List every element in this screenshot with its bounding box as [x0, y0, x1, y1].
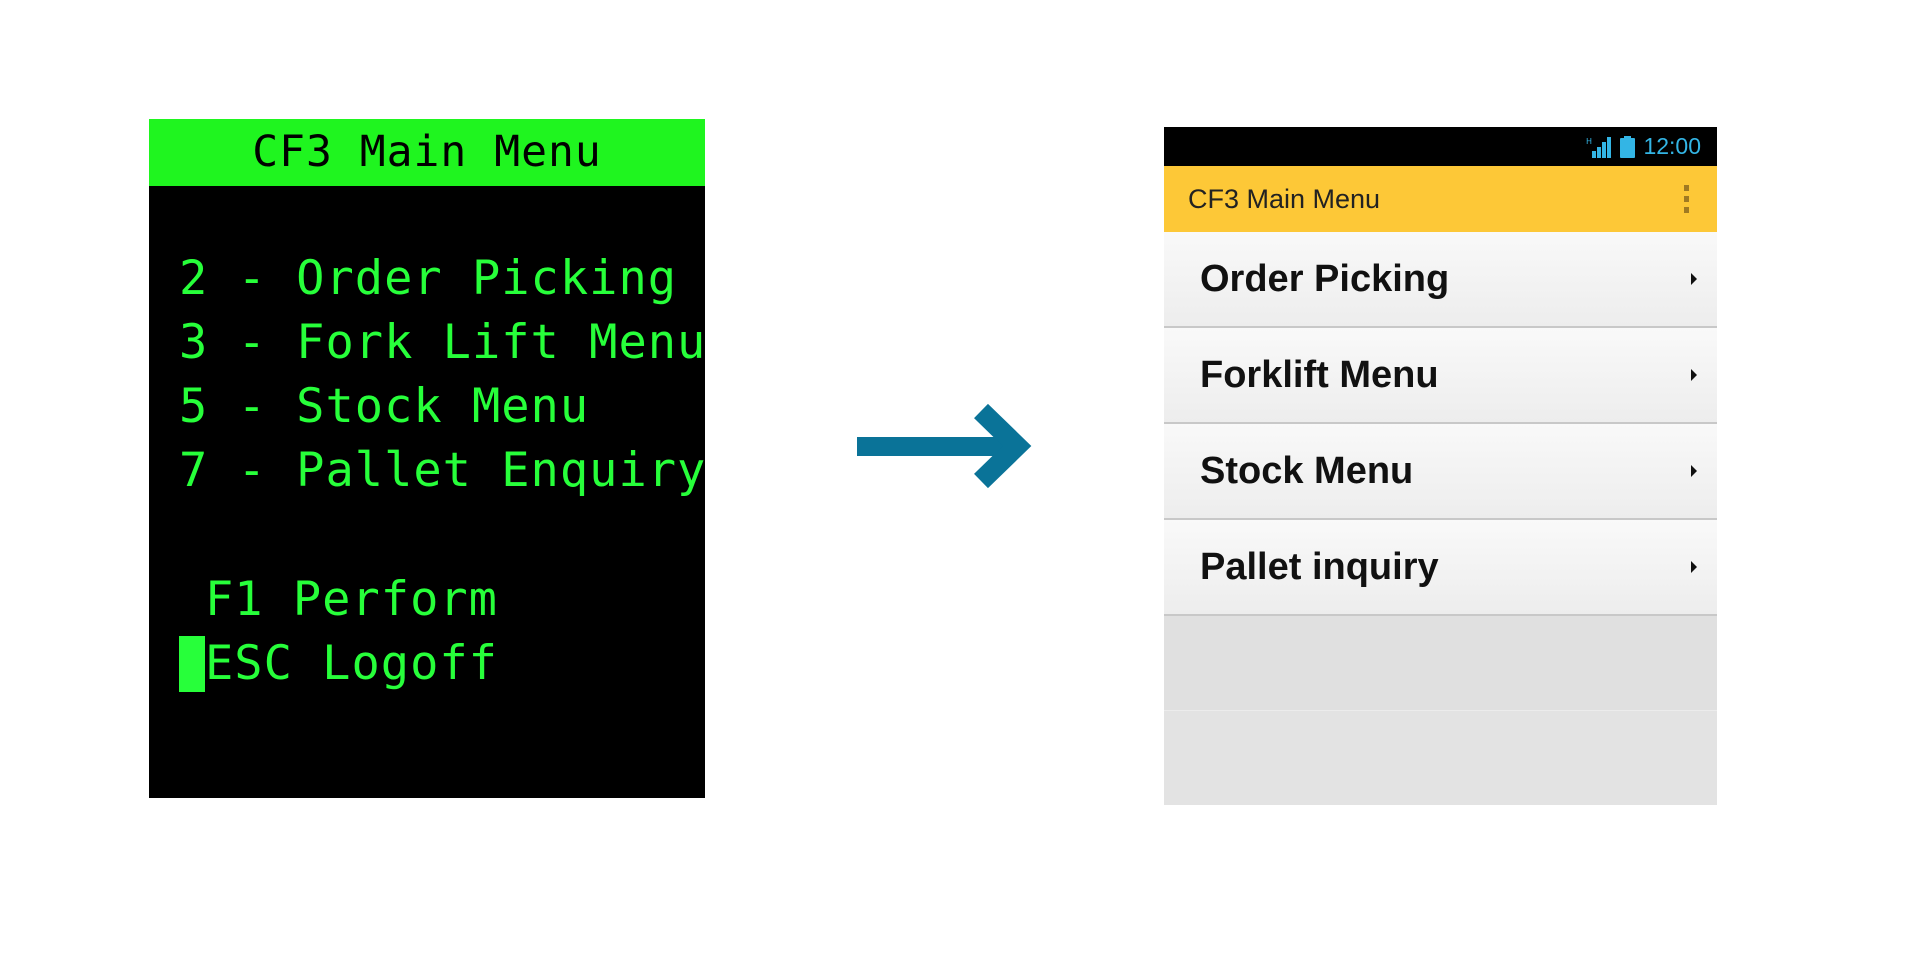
- mobile-app-screen: H 12:00 CF3 Main Menu Order Picking: [1164, 127, 1717, 805]
- right-arrow-icon: [857, 403, 1032, 489]
- signal-icon: H: [1586, 136, 1612, 158]
- terminal-menu: 2 - Order Picking 3 - Fork Lift Menu 5 -…: [179, 247, 705, 798]
- terminal-menu-option-pallet-enquiry[interactable]: 7 - Pallet Enquiry: [179, 443, 707, 498]
- terminal-f1-perform[interactable]: F1 Perform: [205, 572, 498, 627]
- menu-list: Order Picking Forklift Menu Stock Menu P…: [1164, 232, 1717, 616]
- menu-item-label: Pallet inquiry: [1200, 545, 1439, 588]
- terminal-title: CF3 Main Menu: [149, 119, 705, 186]
- terminal-menu-option-fork-lift[interactable]: 3 - Fork Lift Menu: [179, 315, 707, 370]
- menu-item-forklift-menu[interactable]: Forklift Menu: [1164, 328, 1717, 424]
- menu-item-label: Order Picking: [1200, 257, 1450, 300]
- chevron-right-icon: [1691, 561, 1697, 573]
- terminal-esc-logoff-line[interactable]: ESC Logoff: [179, 632, 705, 696]
- terminal-menu-option-stock[interactable]: 5 - Stock Menu: [179, 379, 590, 434]
- battery-icon: [1620, 135, 1636, 158]
- svg-text:H: H: [1586, 137, 1592, 146]
- menu-item-label: Forklift Menu: [1200, 353, 1439, 396]
- menu-item-label: Stock Menu: [1200, 449, 1414, 492]
- terminal-menu-option-order-picking[interactable]: 2 - Order Picking: [179, 251, 678, 306]
- status-time: 12:00: [1643, 133, 1701, 159]
- overflow-menu-icon[interactable]: [1678, 181, 1695, 217]
- action-bar: CF3 Main Menu: [1164, 166, 1717, 232]
- empty-list-area: [1164, 616, 1717, 711]
- menu-item-pallet-inquiry[interactable]: Pallet inquiry: [1164, 520, 1717, 616]
- chevron-right-icon: [1691, 465, 1697, 477]
- chevron-right-icon: [1691, 369, 1697, 381]
- terminal-esc-logoff[interactable]: ESC Logoff: [205, 636, 498, 691]
- chevron-right-icon: [1691, 273, 1697, 285]
- menu-item-stock-menu[interactable]: Stock Menu: [1164, 424, 1717, 520]
- menu-item-order-picking[interactable]: Order Picking: [1164, 232, 1717, 328]
- terminal-spacer: [179, 503, 705, 568]
- action-bar-title: CF3 Main Menu: [1188, 183, 1381, 214]
- legacy-terminal-screen: CF3 Main Menu 2 - Order Picking 3 - Fork…: [149, 119, 705, 798]
- status-bar: H 12:00: [1164, 127, 1717, 166]
- terminal-cursor: [179, 636, 205, 692]
